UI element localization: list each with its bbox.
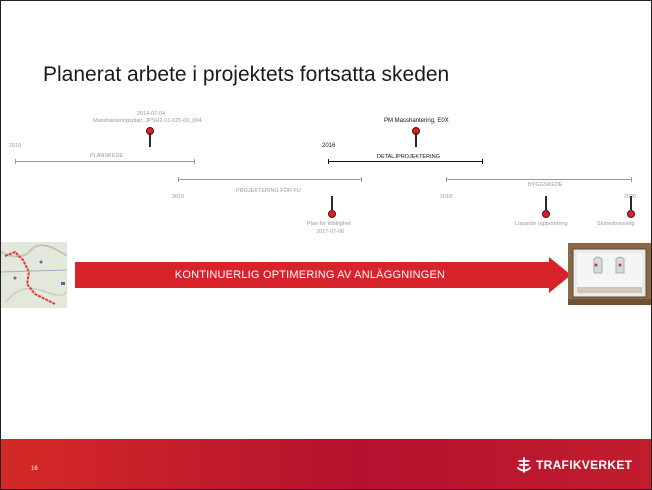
banner-arrow-shape — [75, 257, 571, 293]
milestone-pin — [331, 196, 333, 210]
phase-label-planskede: PLANSKEDE — [90, 153, 124, 159]
brand-name: TRAFIKVERKET — [536, 458, 633, 472]
milestone-plan-tillatlighet: Plan för tillåtlighet — [307, 221, 351, 227]
trafikverket-logo-icon — [517, 457, 531, 473]
phase-bar-planskede — [15, 159, 195, 164]
page-number: 16 — [31, 466, 38, 472]
year-2016: 2016 — [322, 143, 336, 149]
milestone-lopande-rapportering: Löpande rapportering — [515, 221, 568, 227]
phase-bar-byggskede — [446, 177, 632, 182]
phase-label-detaljprojektering: DETALJPROJEKTERING — [377, 154, 440, 160]
milestone-marker — [627, 210, 635, 218]
milestone-masshanteringsplan: Masshanteringsplan, JPSH2-01-025-00_004 — [93, 118, 202, 124]
milestone-pin — [545, 196, 547, 210]
milestone-date-2014: 2014-07-04 — [137, 111, 166, 117]
phase-bar-detaljprojektering — [328, 159, 483, 164]
optimization-banner: KONTINUERLIG OPTIMERING AV ANLÄGGNINGEN — [75, 257, 571, 293]
route-map-thumbnail — [1, 242, 67, 308]
milestone-pin — [630, 196, 632, 210]
milestone-pin — [415, 133, 417, 147]
construction-photo-thumbnail — [568, 243, 651, 305]
milestone-marker — [542, 210, 550, 218]
milestone-date-2017: 2017-07-06 — [316, 229, 345, 235]
milestone-slutredovisning: Slutredovisning — [597, 221, 635, 227]
milestone-pin — [149, 133, 151, 147]
trafikverket-brand: TRAFIKVERKET — [517, 457, 632, 473]
banner-text: KONTINUERLIG OPTIMERING AV ANLÄGGNINGEN — [174, 269, 446, 281]
phase-bar-projektering-fu — [178, 177, 362, 182]
year-2018: 2018 — [440, 194, 453, 200]
footer-band — [1, 439, 651, 489]
phase-label-byggskede: BYGGSKEDE — [528, 182, 563, 188]
phase-label-projektering-fu: PROJEKTERING FÖR FU — [236, 188, 301, 194]
year-2015: 2015 — [172, 194, 185, 200]
milestone-marker — [328, 210, 336, 218]
milestone-pm-masshantering: PM Masshantering, E0X — [384, 118, 449, 124]
year-2010: 2010 — [9, 143, 22, 149]
slide-title: Planerat arbete i projektets fortsatta s… — [43, 63, 450, 86]
